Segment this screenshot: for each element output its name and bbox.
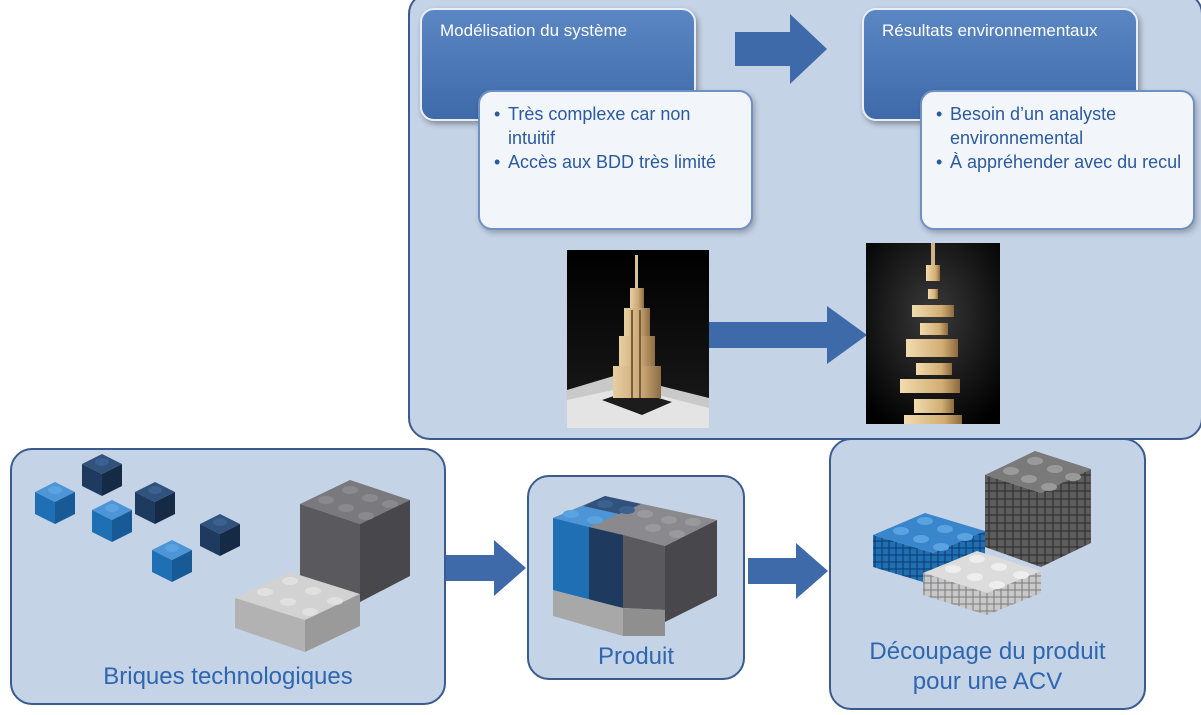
results-bullet: Besoin d’un analyste environnemental (936, 102, 1183, 150)
lego-product-illustration (553, 496, 717, 636)
top-right-arrow-icon (735, 14, 827, 84)
lca-breakdown-caption: Découpage du produit pour une ACV (869, 638, 1106, 695)
lego-empire-state-photo (567, 250, 709, 428)
middle-arrow-icon (709, 306, 867, 364)
results-header-text: Résultats environnementaux (882, 21, 1098, 40)
modeling-header-text: Modélisation du système (440, 21, 628, 40)
modeling-bullets-box: Très complexe car non intuitif Accès aux… (478, 90, 753, 230)
tech-bricks-caption: Briques technologiques (103, 663, 353, 690)
lego-exploded-photo (866, 243, 1000, 424)
results-bullet: À appréhender avec du recul (936, 150, 1183, 174)
bottom-right-arrow-icon (748, 543, 828, 599)
lego-textured-bricks-illustration (873, 451, 1091, 615)
lego-bricks-scatter-illustration (35, 454, 410, 652)
modeling-bullet: Accès aux BDD très limité (494, 150, 741, 174)
small-brick-icon (35, 482, 75, 524)
modeling-bullet: Très complexe car non intuitif (494, 102, 741, 150)
results-bullets-box: Besoin d’un analyste environnemental À a… (920, 90, 1195, 230)
product-caption: Produit (597, 643, 675, 670)
bottom-left-arrow-icon (446, 540, 526, 596)
